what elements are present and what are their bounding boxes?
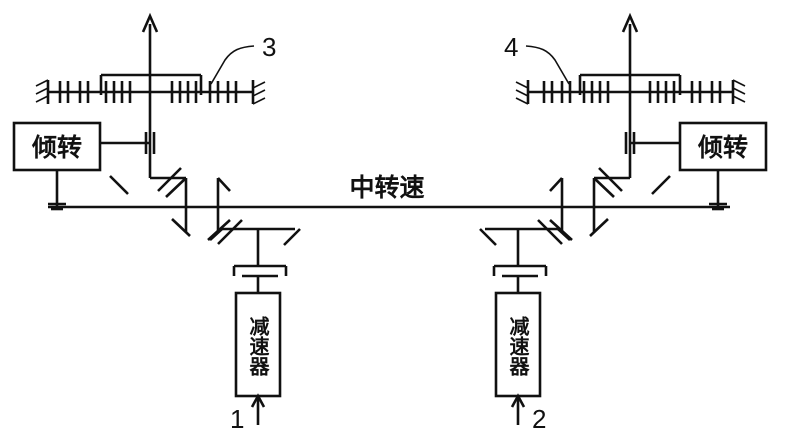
right-input-branch: 减速器 2: [479, 227, 571, 434]
tilt-label-left: 倾转: [31, 133, 82, 162]
left-input-branch: 减速器 1: [209, 227, 301, 434]
center-speed-label: 中转速: [349, 173, 424, 202]
callout-1-text: 1: [230, 404, 244, 434]
tilt-label-right: 倾转: [697, 133, 748, 162]
left-upper-gearset: [35, 12, 266, 245]
callout-3-text: 3: [262, 32, 276, 62]
callout-4-text: 4: [504, 32, 518, 62]
tilt-box-left: 倾转: [12, 121, 102, 172]
reducer-label-left: 减速器: [246, 315, 270, 377]
callout-2-text: 2: [532, 404, 546, 434]
main-shaft: [46, 170, 730, 211]
reducer-label-right: 减速器: [506, 315, 530, 377]
tilt-box-right: 倾转: [678, 121, 768, 172]
callout-3: 3: [210, 32, 276, 85]
callout-4: 4: [504, 32, 570, 85]
